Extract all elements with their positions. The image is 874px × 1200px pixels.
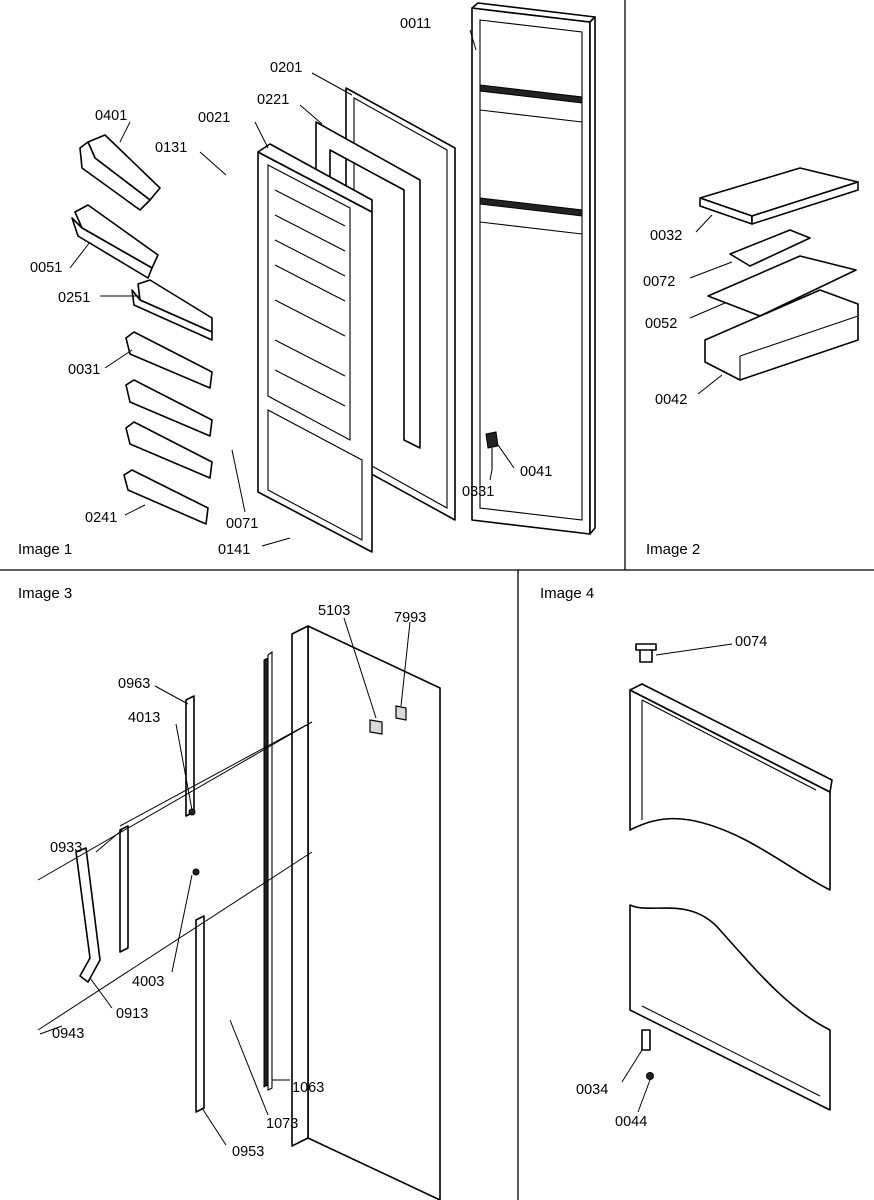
label-0251: 0251 xyxy=(58,290,90,306)
outer-door-panel xyxy=(471,2,596,535)
egg-tray-lid xyxy=(729,229,811,267)
label-0072: 0072 xyxy=(643,274,675,290)
label-0131: 0131 xyxy=(155,140,187,156)
label-0201: 0201 xyxy=(270,60,302,76)
label-7993: 7993 xyxy=(394,610,426,626)
door-bins xyxy=(71,134,213,525)
label-4003: 4003 xyxy=(132,974,164,990)
panel-title-image-4: Image 4 xyxy=(540,585,594,602)
egg-tray xyxy=(707,255,857,317)
label-0032: 0032 xyxy=(650,228,682,244)
label-0331: 0331 xyxy=(462,484,494,500)
label-0044: 0044 xyxy=(615,1114,647,1130)
label-tag-7993 xyxy=(395,705,407,721)
label-0401: 0401 xyxy=(95,108,127,124)
label-0913: 0913 xyxy=(116,1006,148,1022)
panel-title-image-2: Image 2 xyxy=(646,541,700,558)
label-0031: 0031 xyxy=(68,362,100,378)
label-0071: 0071 xyxy=(226,516,258,532)
door-bottom-section xyxy=(629,904,831,1111)
label-0241: 0241 xyxy=(85,510,117,526)
panel-title-image-3: Image 3 xyxy=(18,585,72,602)
image-4-drawing xyxy=(629,643,833,1111)
image-2-labels: 0032 0072 0052 0042 Image 2 xyxy=(643,214,733,558)
label-0074: 0074 xyxy=(735,634,767,650)
label-0141: 0141 xyxy=(218,542,250,558)
label-0953: 0953 xyxy=(232,1144,264,1160)
label-0052: 0052 xyxy=(645,316,677,332)
image-1-drawing xyxy=(71,2,596,553)
image-3-labels: 5103 7993 0963 4013 0933 4003 0913 0943 … xyxy=(18,585,426,1160)
bushing-0034 xyxy=(641,1029,651,1051)
label-0933: 0933 xyxy=(50,840,82,856)
door-top-section xyxy=(629,689,831,891)
washer-0044 xyxy=(646,1072,654,1080)
label-0943: 0943 xyxy=(52,1026,84,1042)
label-0011: 0011 xyxy=(400,16,431,32)
label-0042: 0042 xyxy=(655,392,687,408)
trim-0933 xyxy=(119,825,129,953)
panel-title-image-1: Image 1 xyxy=(18,541,72,558)
label-0963: 0963 xyxy=(118,676,150,692)
door-hinge-parts xyxy=(485,431,499,470)
label-5103: 5103 xyxy=(318,603,350,619)
storage-bin xyxy=(704,289,859,381)
label-4013: 4013 xyxy=(128,710,160,726)
label-1063: 1063 xyxy=(292,1080,324,1096)
label-0221: 0221 xyxy=(257,92,289,108)
label-0051: 0051 xyxy=(30,260,62,276)
image-4-labels: 0074 0034 0044 Image 4 xyxy=(540,585,767,1130)
label-1073: 1073 xyxy=(266,1116,298,1132)
image-1-labels: 0011 0201 0221 0021 0401 0131 0051 0251 … xyxy=(18,16,552,558)
image-3-drawing xyxy=(37,625,441,1200)
label-0041: 0041 xyxy=(520,464,552,480)
label-tag-5103 xyxy=(369,719,383,735)
handle-0913 xyxy=(75,847,101,983)
door-inner-liner xyxy=(257,143,373,553)
label-0034: 0034 xyxy=(576,1082,608,1098)
label-0021: 0021 xyxy=(198,110,230,126)
trim-0953 xyxy=(195,915,205,1113)
image-2-drawing xyxy=(699,167,859,381)
